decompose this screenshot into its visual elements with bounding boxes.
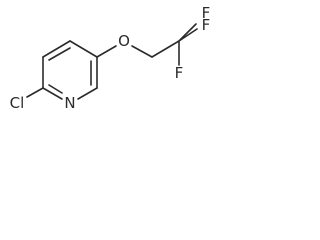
nitrogen-label: N bbox=[64, 94, 75, 112]
bond-o-ch2 bbox=[131, 45, 153, 58]
oxygen-label: O bbox=[118, 32, 130, 50]
chlorine-label: Cl bbox=[10, 94, 25, 112]
fluorine-label-bottom: F bbox=[175, 64, 184, 82]
bond-c-f2 bbox=[178, 28, 198, 42]
ring-bond-n-c2-inner bbox=[48, 84, 63, 94]
ring-bond-n-c2 bbox=[42, 87, 63, 100]
chemical-structure-diagram: Cl N O F F F bbox=[10, 4, 211, 112]
ring-bond-c4-c5 bbox=[69, 40, 98, 58]
ring-bond-c3-c4 bbox=[42, 40, 71, 58]
bond-c2-cl bbox=[26, 87, 44, 98]
ring-bond-c3-c4-inner bbox=[48, 47, 71, 61]
bond-c5-o bbox=[96, 45, 117, 58]
fluorine-label-right: F bbox=[202, 16, 211, 34]
ring-bond-c6-n bbox=[77, 87, 98, 100]
bond-ch2-cf3 bbox=[151, 40, 180, 58]
fluorine-label-top: F bbox=[202, 4, 211, 22]
